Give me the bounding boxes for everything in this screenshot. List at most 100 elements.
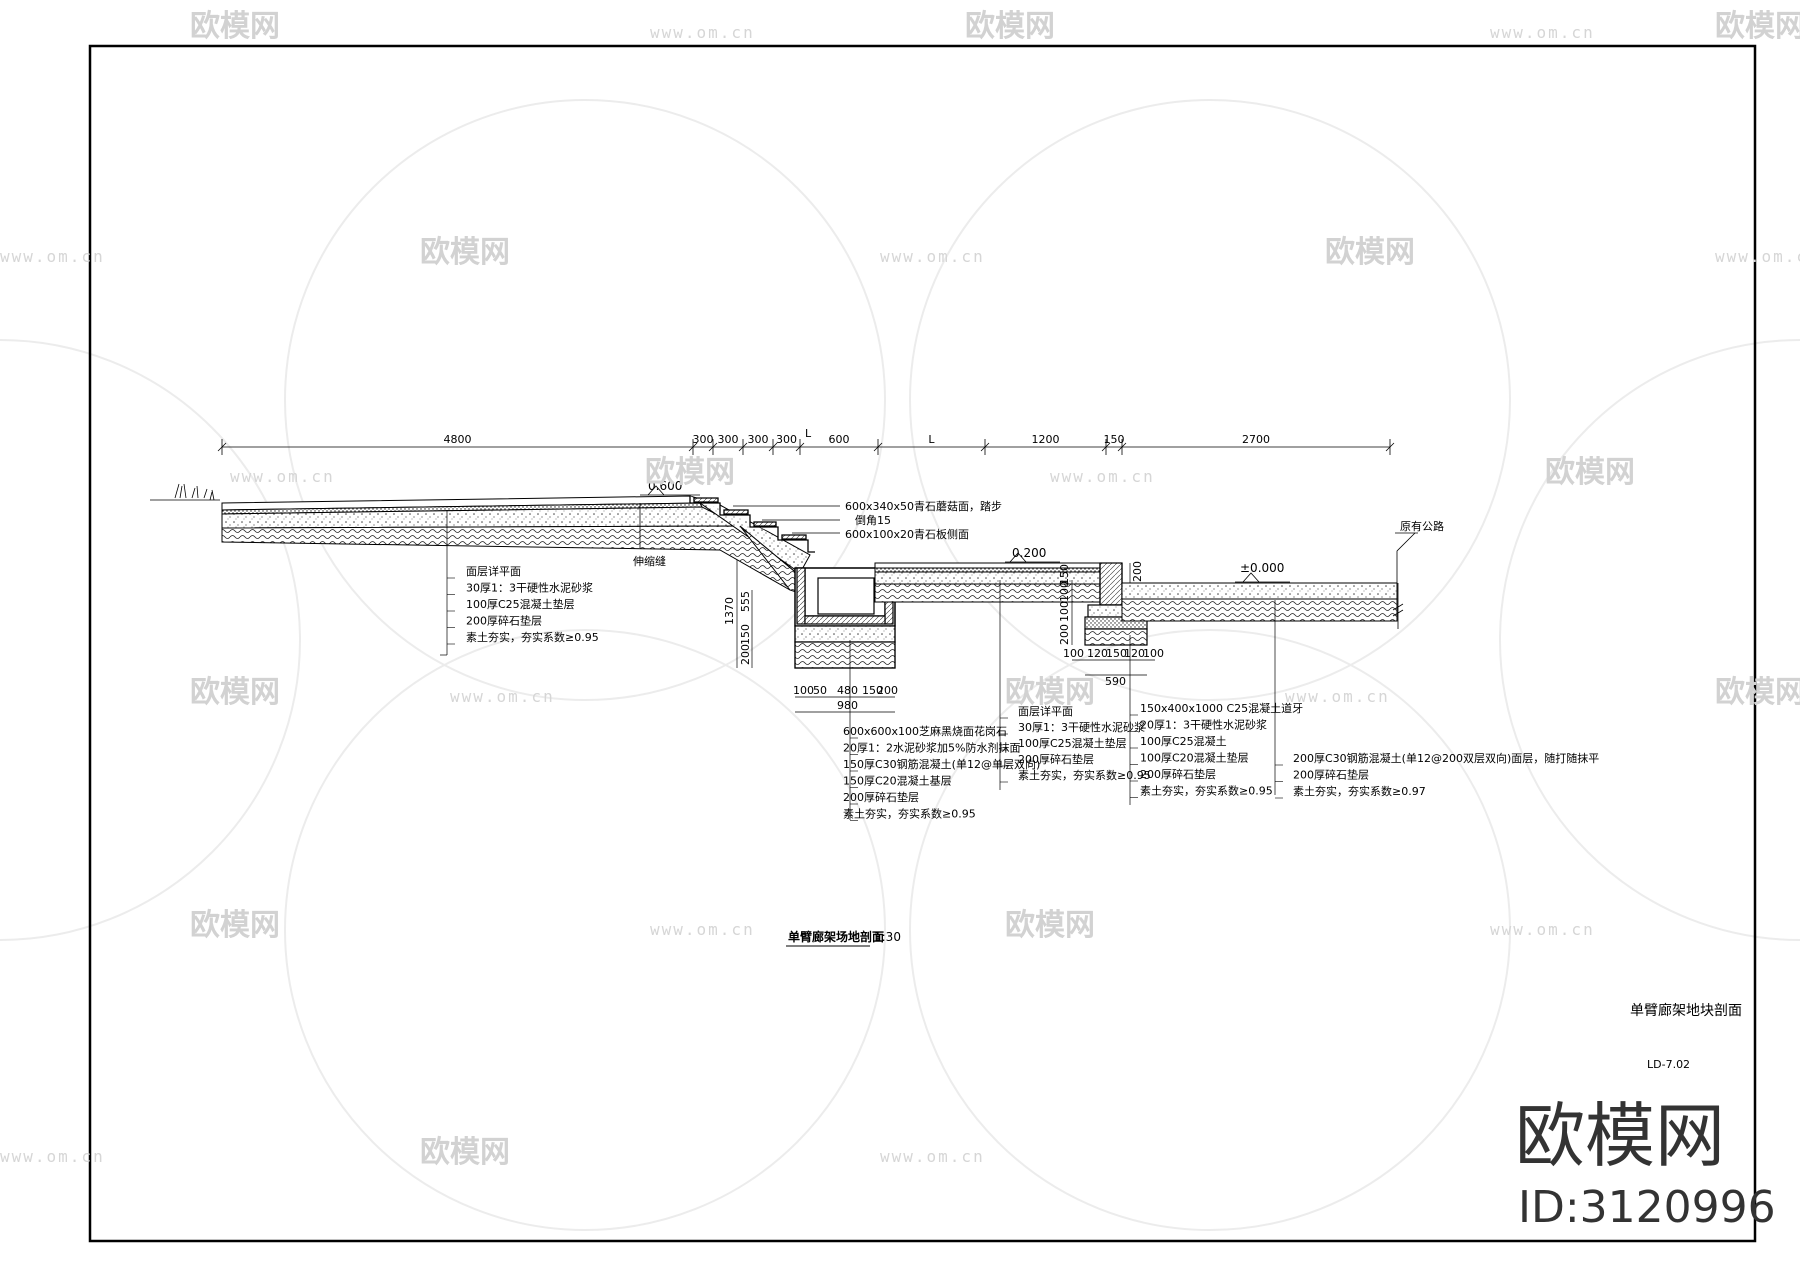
dimension-label: 2700 [1242, 433, 1270, 446]
watermark-url-repeat: www.om.cn [0, 247, 105, 266]
curb-dim-v-2: 100 [1058, 601, 1071, 622]
watermark-brand-repeat: 欧模网 [1715, 9, 1800, 44]
drain-dim-b-5: 200 [877, 684, 898, 697]
curb-dim-right: 200 [1131, 561, 1144, 582]
dimension-label: 4800 [444, 433, 472, 446]
dimension-label: 300 [776, 433, 797, 446]
drain-note: 150厚C20混凝土基层 [843, 774, 952, 788]
sheet-title: 单臂廊架地块剖面 [1630, 1002, 1742, 1019]
drain-dim-b-4: 150 [862, 684, 883, 697]
drain-dim-v-3: 200 [739, 644, 752, 665]
curb-note: 100厚C20混凝土垫层 [1140, 751, 1249, 765]
watermark-url-repeat: www.om.cn [1490, 920, 1595, 939]
dimension-label: 300 [693, 433, 714, 446]
drain-dim-v-4: 150 [739, 624, 752, 645]
watermark-brand-repeat: 欧模网 [190, 9, 280, 44]
watermark-brand-repeat: 欧模网 [1325, 235, 1415, 270]
left-section-note: 素土夯实，夯实系数≥0.95 [466, 630, 599, 644]
watermark-brand-repeat: 欧模网 [420, 235, 510, 270]
left-section-note: 200厚碎石垫层 [466, 614, 542, 628]
watermark-brand-repeat: 欧模网 [645, 455, 735, 490]
left-section-note: 30厚1：3干硬性水泥砂浆 [466, 581, 593, 595]
drain-dim-v-1: 1370 [723, 597, 736, 625]
watermark-brand-repeat: 欧模网 [190, 908, 280, 943]
grass-icon [150, 483, 220, 501]
curb-dim-b-2: 120 [1087, 647, 1108, 660]
watermark-url-repeat: www.om.cn [880, 1147, 985, 1166]
curb-note: 20厚1：3干硬性水泥砂浆 [1140, 718, 1267, 732]
drain-note: 200厚碎石垫层 [843, 790, 919, 804]
curb-note: 素土夯实，夯实系数≥0.95 [1140, 784, 1273, 798]
dimension-label: 150 [1104, 433, 1125, 446]
watermark-url-repeat: www.om.cn [1490, 23, 1595, 42]
watermark-url-repeat: www.om.cn [230, 467, 335, 486]
middle-section-note: 面层详平面 [1018, 704, 1073, 718]
watermark-brand-repeat: 欧模网 [190, 675, 280, 710]
drain-note: 20厚1：2水泥砂浆加5%防水剂抹面 [843, 741, 1020, 755]
watermark-url-repeat: www.om.cn [450, 687, 555, 706]
step-note-3: 600x100x20青石板侧面 [845, 527, 969, 541]
sheet-number: LD-7.02 [1647, 1058, 1690, 1071]
section-title: 单臂廊架场地剖面 [788, 929, 884, 944]
drain-dim-v-2: 555 [739, 591, 752, 612]
curb-note: 100厚C25混凝土 [1140, 734, 1227, 748]
drain-dim-b-1: 100 [793, 684, 814, 697]
watermark-brand-repeat: 欧模网 [1005, 908, 1095, 943]
drain-note: 600x600x100芝麻黑烧面花岗石 [843, 724, 1007, 738]
curb-note: 200厚碎石垫层 [1140, 767, 1216, 781]
watermark-layer [0, 99, 1800, 1231]
curb-dim-total: 590 [1105, 675, 1126, 688]
curb-dim-v-3: 100 [1058, 581, 1071, 602]
middle-section-note: 100厚C25混凝土垫层 [1018, 736, 1127, 750]
curb-dim-b-4: 120 [1124, 647, 1145, 660]
expansion-joint-label: 伸缩缝 [633, 554, 666, 568]
watermark-brand-repeat: 欧模网 [965, 9, 1055, 44]
watermark-url-repeat: www.om.cn [0, 1147, 105, 1166]
watermark-brand-repeat: 欧模网 [420, 1135, 510, 1170]
drain-dim-b-3: 480 [837, 684, 858, 697]
drain-dim-b-2: 50 [813, 684, 827, 697]
curb-dim-v-1: 200 [1058, 624, 1071, 645]
watermark-url-repeat: www.om.cn [1285, 687, 1390, 706]
curb-dim-b-5: 100 [1143, 647, 1164, 660]
dimension-label: L [928, 433, 935, 446]
watermark-url-repeat: www.om.cn [880, 247, 985, 266]
elevation-right: ±0.000 [1240, 561, 1284, 575]
elevation-mark-left [640, 485, 700, 496]
step-note-1: 600x340x50青石蘑菇面，踏步 [845, 499, 1002, 513]
watermark-brand-repeat: 欧模网 [1715, 675, 1800, 710]
left-section-note: 面层详平面 [466, 564, 521, 578]
elevation-mark-right [1235, 572, 1290, 583]
road-label: 原有公路 [1400, 519, 1444, 533]
watermark-brand-repeat: 欧模网 [1545, 455, 1635, 490]
sheet-border [88, 44, 1757, 1243]
elevation-mark-middle [1005, 552, 1060, 563]
drain-dim-total: 980 [837, 699, 858, 712]
curb-dim-b-3: 150 [1106, 647, 1127, 660]
road-section [1121, 582, 1398, 622]
elevation-left: 0.600 [648, 479, 682, 493]
road-note: 素土夯实，夯实系数≥0.97 [1293, 784, 1426, 798]
dimension-label: 1200 [1032, 433, 1060, 446]
middle-section-note: 30厚1：3干硬性水泥砂浆 [1018, 720, 1145, 734]
elevation-middle: 0.200 [1012, 546, 1046, 560]
dimension-label: 300 [718, 433, 739, 446]
middle-pavement-section [874, 562, 1111, 603]
drain-note: 素土夯实，夯实系数≥0.95 [843, 807, 976, 821]
drain-note: 150厚C30钢筋混凝土(单12@单层双向) [843, 757, 1040, 771]
watermark-url-repeat: www.om.cn [650, 23, 755, 42]
dimension-label: 600 [829, 433, 850, 446]
left-section-note: 100厚C25混凝土垫层 [466, 597, 575, 611]
stone-steps [689, 496, 815, 553]
road-note: 200厚C30钢筋混凝土(单12@200双层双向)面层，随打随抹平 [1293, 751, 1599, 765]
watermark-url-repeat: www.om.cn [650, 920, 755, 939]
watermark-url-repeat: www.om.cn [1050, 467, 1155, 486]
middle-section-note: 素土夯实，夯实系数≥0.95 [1018, 768, 1151, 782]
curb-dim-b-1: 100 [1063, 647, 1084, 660]
middle-section-note: 200厚碎石垫层 [1018, 752, 1094, 766]
dimension-label: 300 [748, 433, 769, 446]
top-dimension-chain [217, 439, 1395, 455]
section-scale: 1:30 [874, 930, 901, 944]
watermark-url-repeat: www.om.cn [1715, 247, 1800, 266]
